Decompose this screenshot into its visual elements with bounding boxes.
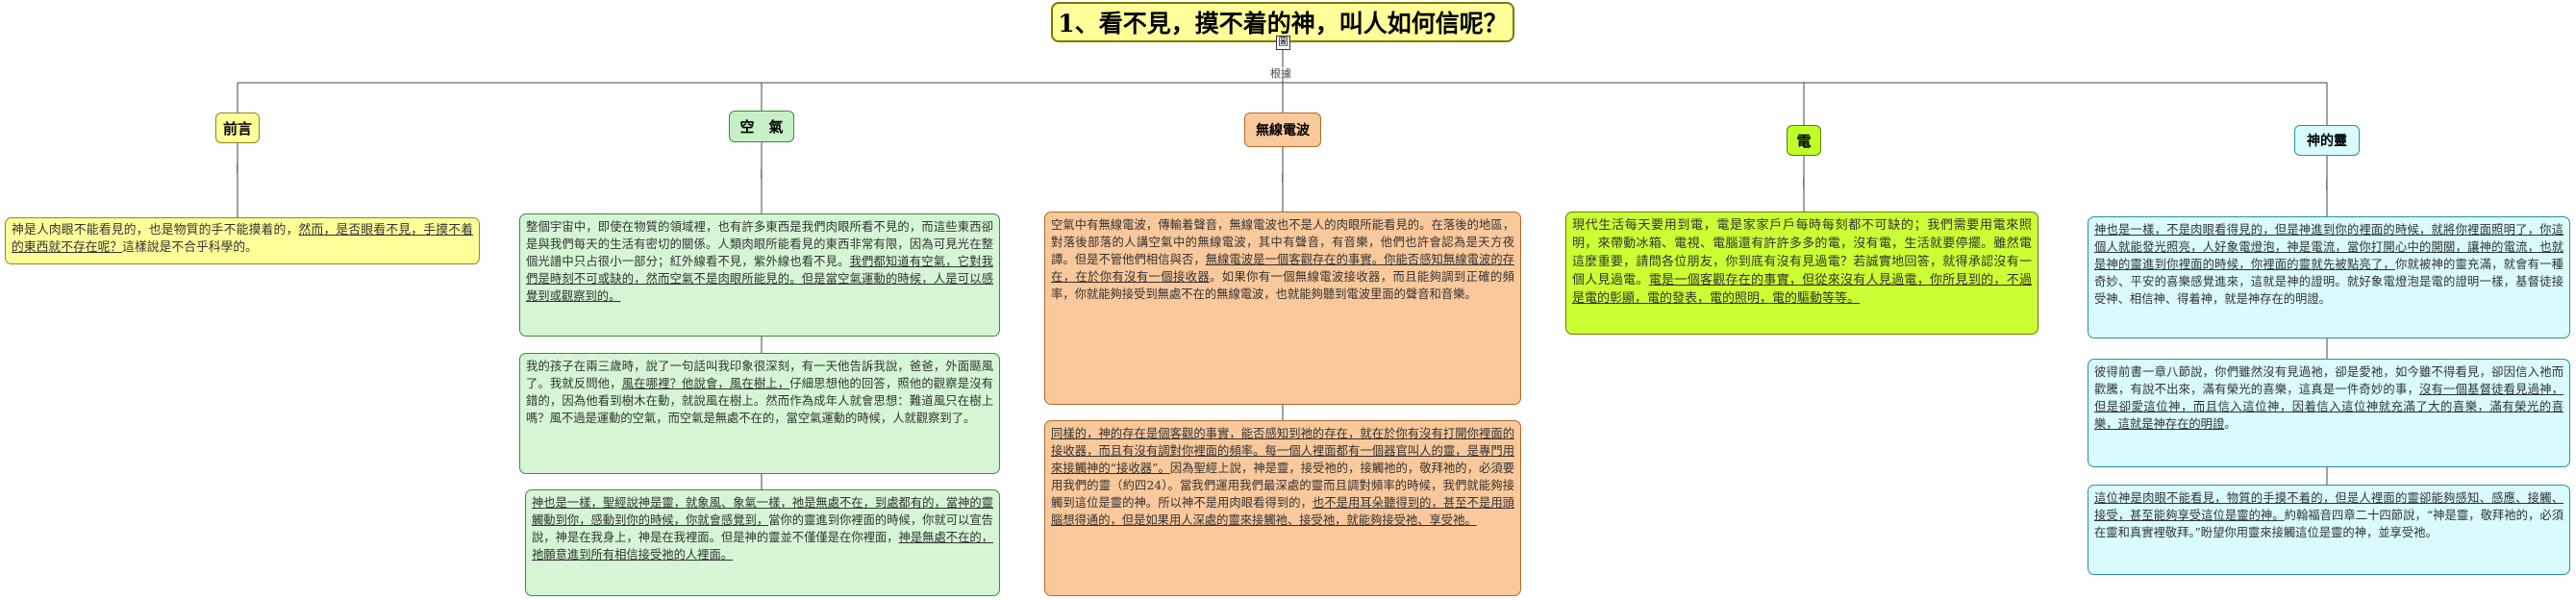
topic-air-marker-icon: ∣ xyxy=(759,169,763,180)
note-text: 因為聖經上說，神是靈，接受祂的，接觸祂的，敬拜祂的，必須要用我們的靈（約四24）… xyxy=(1051,462,1514,510)
topic-spirit-marker-icon: ∣ xyxy=(2324,181,2329,191)
note-text-underlined: 這位神是肉眼不能看見，物質的手摸不着的，但是人裡面的靈卻能夠感知、感應、接觸、接… xyxy=(2094,491,2563,522)
note-text: 現代生活每天要用到電，電是家家戶戶每時每刻都不可缺的；我們需要用電來照明，來帶動… xyxy=(1572,218,2032,288)
note-text-underlined: 神也是一樣，不是肉眼看得見的，但是神進到你的裡面的時候，就將你裡面照明了，你這個… xyxy=(2094,223,2563,271)
note-text: 。 xyxy=(2224,417,2237,431)
note-electricity-1: 現代生活每天要用到電，電是家家戶戶每時每刻都不可缺的；我們需要用電來照明，來帶動… xyxy=(1565,212,2038,335)
note-text: 整個宇宙中，即使在物質的領域裡，也有許多東西是我們肉眼所看不見的，而這些東西卻是… xyxy=(526,220,993,268)
note-text: 空氣中有無線電波，傳輸着聲音，無線電波也不是人的肉眼所能看見的。在落後的地區，對… xyxy=(1051,218,1514,266)
note-text: 你就被神的靈充滿，就會有一種奇妙、平安的喜樂感覺進來，這就是神的證明。就好象電燈… xyxy=(2094,258,2563,306)
note-text-underlined: 然而，是否眼看不見，手摸不着的東西就不存在呢？ xyxy=(12,223,474,255)
note-spirit-2: 彼得前書一章八節說，你們雖然沒有見過祂，卻是愛祂，如今雖不得看見，卻因信入祂而歡… xyxy=(2088,359,2570,467)
topic-preface-marker-icon: ∣ xyxy=(235,163,239,174)
topic-radio-waves[interactable]: 無線電波 xyxy=(1244,112,1321,147)
root-connector-label: 根據 xyxy=(1270,67,1291,80)
note-spirit-3: 這位神是肉眼不能看見，物質的手摸不着的，但是人裡面的靈卻能夠感知、感應、接觸、接… xyxy=(2088,485,2570,575)
note-air-1: 整個宇宙中，即使在物質的領域裡，也有許多東西是我們肉眼所看不見的，而這些東西卻是… xyxy=(519,213,1000,337)
topic-spirit-of-god[interactable]: 神的靈 xyxy=(2294,125,2360,156)
note-spirit-1: 神也是一樣，不是肉眼看得見的，但是神進到你的裡面的時候，就將你裡面照明了，你這個… xyxy=(2088,216,2570,338)
root-picture-icon[interactable]: 圖 xyxy=(1276,36,1290,50)
note-text-underlined: 神也是一樣，聖經說神是靈，就象風、象氣一樣，祂是無處不在，到處都有的，當神的靈觸… xyxy=(532,496,993,527)
topic-radio-marker-icon: ∣ xyxy=(1280,173,1285,184)
note-radio-2: 同樣的，神的存在是個客觀的事實，能否感知到祂的存在，就在於你有沒有打開你裡面的接… xyxy=(1044,420,1521,596)
note-text: 。如果你有一個無線電波接收器，而且能夠調到正確的頻率，你就能夠接受到無處不在的無… xyxy=(1051,270,1514,301)
connector-lines xyxy=(237,50,2328,489)
note-text-underlined: 電是一個客觀存在的事實，但從來沒有人見過電，你所見到的，不過是電的彰顯，電的發表… xyxy=(1572,273,2032,306)
note-text-underlined: 同樣的，神的存在是個客觀的事實，能否感知到祂的存在，就在於你有沒有打開你裡面的接… xyxy=(1051,427,1514,475)
note-preface-1: 神是人肉眼不能看見的，也是物質的手不能摸着的，然而，是否眼看不見，手摸不着的東西… xyxy=(5,217,480,264)
note-text: 神是人肉眼不能看見的，也是物質的手不能摸着的， xyxy=(12,223,299,238)
topic-electricity-marker-icon: ∣ xyxy=(1801,178,1806,188)
note-text: 仔細思想他的回答，照他的觀察是沒有錯的，因為他看到樹木在動，就說風在樹上。然而作… xyxy=(526,377,993,425)
note-radio-1: 空氣中有無線電波，傳輸着聲音，無線電波也不是人的肉眼所能看見的。在落後的地區，對… xyxy=(1044,212,1521,405)
note-text-underlined: 我們都知道有空氣，它對我們是時刻不可或缺的，然而空氣不是肉眼所能見的。但是當空氣… xyxy=(526,255,993,303)
note-air-3: 神也是一樣，聖經說神是靈，就象風、象氣一樣，祂是無處不在，到處都有的，當神的靈觸… xyxy=(525,489,1000,596)
note-text: 這樣說是不合乎科學的。 xyxy=(122,240,258,255)
topic-electricity[interactable]: 電 xyxy=(1787,125,1821,156)
note-text: 約翰福音四章二十四節說，“神是靈，敬拜祂的，必須在靈和真實裡敬拜。”盼望你用靈來… xyxy=(2094,509,2563,539)
note-text: 當你的靈進到你裡面的時候，你就可以宣告說，神是在我身上，神是在我裡面。但是神的靈… xyxy=(532,513,993,544)
note-text-underlined: 風在哪裡？他說會，風在樹上， xyxy=(621,377,790,390)
note-text-underlined: 沒有一個基督徒看見過神，但是卻愛這位神，而且信入這位神，因着信入這位神就充滿了大… xyxy=(2094,383,2563,431)
note-text-underlined: 神是無處不在的，祂願意進到所有相信接受祂的人裡面。 xyxy=(532,531,993,562)
note-air-2: 我的孩子在兩三歲時，說了一句話叫我印象很深刻，有一天他告訴我說，爸爸，外面颳風了… xyxy=(519,353,1000,474)
note-text: 我的孩子在兩三歲時，說了一句話叫我印象很深刻，有一天他告訴我說，爸爸，外面颳風了… xyxy=(526,360,993,390)
note-text-underlined: 無線電波是一個客觀存在的事實。你能否感知無線電波的存在，在於你有沒有一個接收器 xyxy=(1051,253,1514,284)
topic-air[interactable]: 空 氣 xyxy=(729,111,794,142)
note-text: 彼得前書一章八節說，你們雖然沒有見過祂，卻是愛祂，如今雖不得看見，卻因信入祂而歡… xyxy=(2094,365,2563,396)
note-text-underlined: 也不是用耳朵聽得到的，甚至不是用頭腦想得通的，但是如果用人深處的靈來接觸祂、接受… xyxy=(1051,496,1514,527)
topic-preface[interactable]: 前言 xyxy=(215,112,260,143)
